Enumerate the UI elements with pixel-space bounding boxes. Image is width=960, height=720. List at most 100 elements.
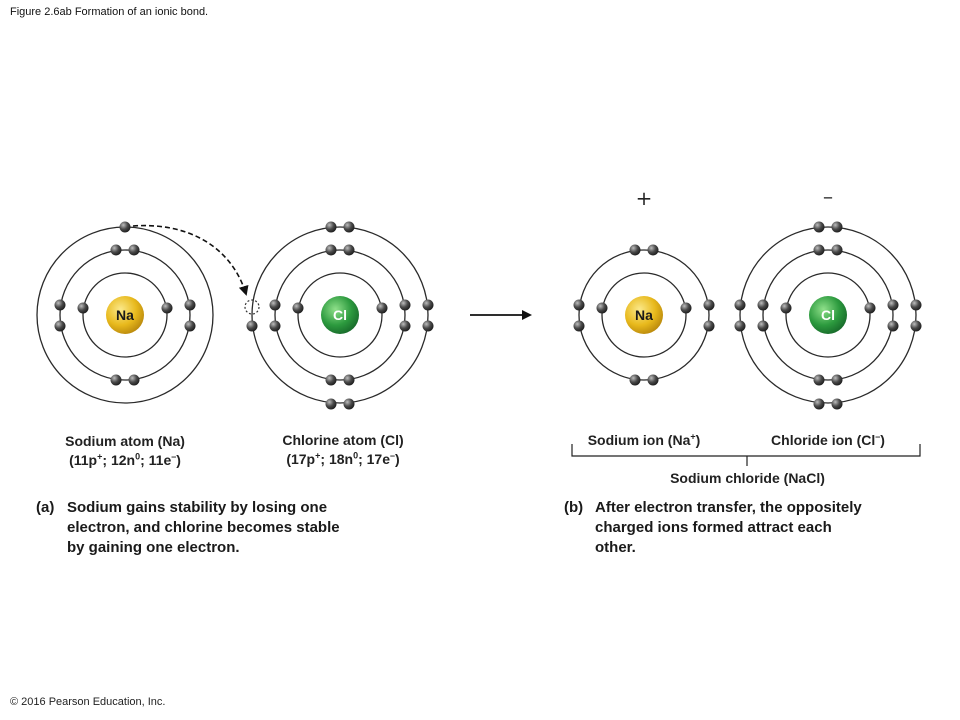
electron (128, 244, 140, 256)
electron (184, 320, 196, 332)
electron (422, 299, 434, 311)
electron (246, 320, 258, 332)
electron (864, 302, 876, 314)
copyright: © 2016 Pearson Education, Inc. (10, 696, 166, 708)
chloride-ion-shell-3 (739, 226, 917, 404)
electron (813, 221, 825, 233)
electron (399, 320, 411, 332)
electron (647, 244, 659, 256)
caption-a-line: Sodium gains stability by losing one (67, 499, 328, 516)
caption-b-line: charged ions formed attract each (595, 519, 832, 536)
electron (325, 244, 337, 256)
sodium-atom-label: Sodium atom (Na) (11p+; 12n0; 11e–) (37, 432, 213, 470)
electron (910, 299, 922, 311)
electron (680, 302, 692, 314)
caption-a: (a) Sodium gains stability by losing one… (36, 498, 426, 560)
chlorine-atom: Cl (246, 221, 434, 410)
electron (831, 374, 843, 386)
electron (269, 299, 281, 311)
chloride-ion: – Cl (734, 184, 922, 410)
sodium-ion-shell-2 (578, 249, 710, 381)
chloride-ion-label: Chloride ion (Cl–) (771, 431, 885, 448)
sodium-ion-charge: + (636, 186, 653, 210)
electron (325, 374, 337, 386)
electron (110, 374, 122, 386)
electron (343, 244, 355, 256)
caption-b-line: After electron transfer, the oppositely (595, 499, 862, 516)
electron (813, 398, 825, 410)
electron (54, 299, 66, 311)
chlorine-atom-label: Chlorine atom (Cl) (17p+; 18n0; 17e–) (252, 431, 434, 469)
electron (161, 302, 173, 314)
electron (831, 221, 843, 233)
electron (128, 374, 140, 386)
chlorine-shell-3 (251, 226, 429, 404)
electron (269, 320, 281, 332)
electron (343, 398, 355, 410)
electron (813, 244, 825, 256)
electron (573, 320, 585, 332)
chloride-ion-shell-2 (762, 249, 894, 381)
chloride-ion-symbol: Cl (821, 307, 835, 323)
sodium-nucleus (106, 296, 144, 334)
electron (376, 302, 388, 314)
electron (325, 221, 337, 233)
chlorine-shell-1 (297, 272, 383, 358)
sodium-atom: Na (36, 221, 214, 404)
electron (734, 320, 746, 332)
sodium-ion-nucleus (625, 296, 663, 334)
electron (292, 302, 304, 314)
sodium-ion-shell-1 (601, 272, 687, 358)
electron (629, 374, 641, 386)
caption-b: (b) After electron transfer, the opposit… (564, 498, 954, 560)
electron (831, 398, 843, 410)
electron (399, 299, 411, 311)
caption-a-tag: (a) (36, 499, 55, 516)
caption-a-line: by gaining one electron. (67, 539, 240, 556)
chlorine-atom-composition: (17p+; 18n0; 17e–) (286, 450, 400, 467)
figure-title: Figure 2.6ab Formation of an ionic bond. (10, 6, 209, 18)
caption-b-line: other. (595, 539, 636, 556)
electron (910, 320, 922, 332)
electron (813, 374, 825, 386)
chlorine-shell-2 (274, 249, 406, 381)
electron (110, 244, 122, 256)
electron (184, 299, 196, 311)
chlorine-atom-name: Chlorine atom (Cl) (282, 432, 404, 448)
electron (647, 374, 659, 386)
chloride-ion-shell-1 (785, 272, 871, 358)
electron (887, 320, 899, 332)
chloride-ion-nucleus (809, 296, 847, 334)
electron (629, 244, 641, 256)
chloride-ion-charge: – (823, 184, 833, 208)
caption-a-line: electron, and chlorine becomes stable (67, 519, 340, 536)
transferring-electron (119, 221, 131, 233)
electron (757, 299, 769, 311)
electron (343, 374, 355, 386)
electron (573, 299, 585, 311)
electron (831, 244, 843, 256)
electron (343, 221, 355, 233)
electron (54, 320, 66, 332)
electron (757, 320, 769, 332)
sodium-atom-composition: (11p+; 12n0; 11e–) (69, 451, 181, 468)
electron (734, 299, 746, 311)
sodium-shell-1 (82, 272, 168, 358)
nacl-bracket (571, 444, 921, 466)
sodium-ion-label: Sodium ion (Na+) (587, 431, 701, 448)
electron (596, 302, 608, 314)
sodium-symbol: Na (116, 307, 134, 323)
electron (887, 299, 899, 311)
chlorine-nucleus (321, 296, 359, 334)
electron (780, 302, 792, 314)
caption-b-tag: (b) (564, 499, 584, 516)
electron-transfer-arrow (132, 224, 249, 296)
sodium-ion: + Na (573, 186, 715, 386)
electron (325, 398, 337, 410)
sodium-ion-symbol: Na (635, 307, 653, 323)
chlorine-symbol: Cl (333, 307, 347, 323)
electron (703, 299, 715, 311)
electron (422, 320, 434, 332)
sodium-atom-name: Sodium atom (Na) (65, 433, 185, 449)
